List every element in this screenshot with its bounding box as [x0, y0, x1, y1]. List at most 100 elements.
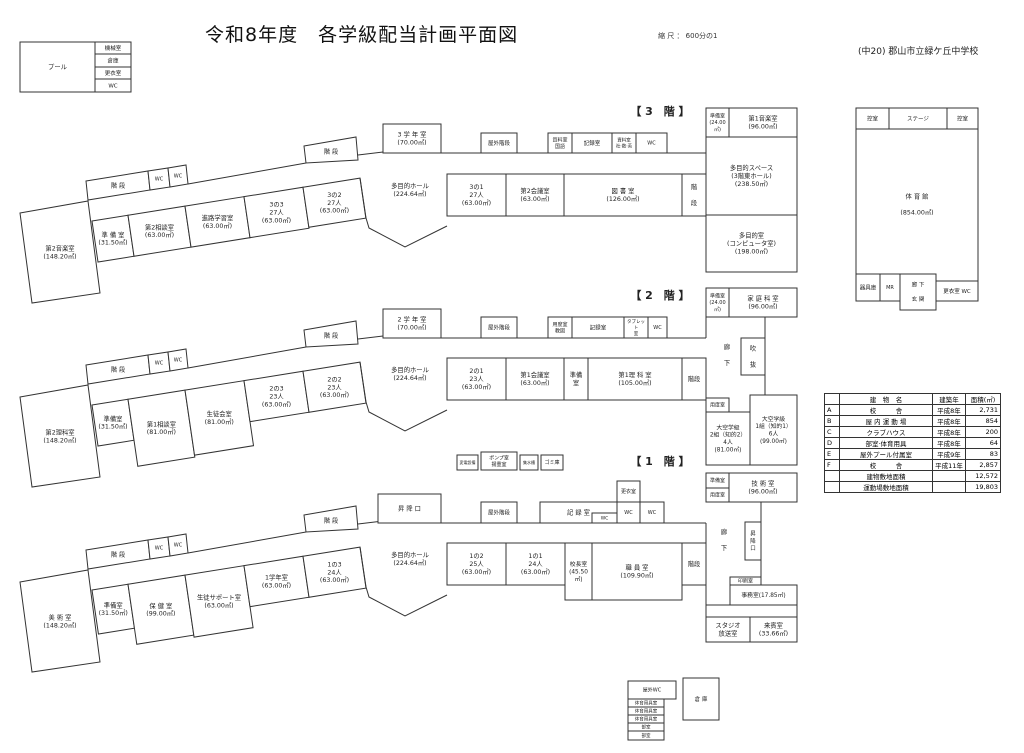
room-label: (63.00㎡) [262, 399, 291, 408]
gym [855, 107, 979, 302]
room [519, 454, 539, 471]
room-label: 準備室 [710, 113, 725, 120]
room-label: 進路学習室 [202, 213, 233, 222]
table-cell: 平成8年 [932, 437, 966, 449]
room-label: 第2会議室 [520, 186, 549, 195]
table-cell: 平成8年 [932, 404, 966, 416]
room-label: 事務室(17.85㎡) [741, 591, 785, 599]
room-label: (63.00㎡) [203, 221, 232, 230]
room-label: 図 書 室 [612, 186, 635, 195]
room-label: (63.00㎡) [462, 567, 491, 576]
room-label: (105.00㎡) [618, 378, 651, 387]
room-label: 第1理 科 室 [618, 370, 651, 379]
room-label: 下 [721, 544, 727, 552]
pool-wc [94, 78, 132, 93]
table-cell: B [824, 415, 840, 427]
classroom [243, 186, 310, 239]
room-label: 23人 [327, 383, 342, 391]
wall-line [187, 346, 307, 369]
room-label: 倉庫 [107, 56, 119, 64]
room-label: (238.50㎡) [735, 179, 768, 188]
room-label: 機械室 [105, 44, 122, 52]
room-label: 器具庫 [860, 283, 877, 291]
room-label: 部室 [642, 724, 651, 731]
wall-line [357, 151, 384, 156]
club-room [627, 730, 665, 741]
stairs [303, 136, 359, 164]
room-label: (99.00㎡) [146, 609, 175, 618]
room-label: 23人 [269, 393, 284, 401]
room-label: (70.00㎡) [397, 138, 426, 147]
room-label: 資料室 [552, 136, 567, 143]
room-label: (148.20㎡) [43, 436, 76, 445]
room-label: (63.00㎡) [145, 230, 174, 239]
room-label: 控室 [957, 114, 969, 122]
room-label: 多目的ホール [391, 181, 429, 190]
table-cell: 12,572 [965, 470, 1001, 482]
room-label: WC [108, 83, 117, 89]
table-cell: E [824, 448, 840, 460]
room-label: WC [648, 510, 657, 516]
room-label: (854.00㎡) [900, 208, 933, 217]
room-label: 第1音楽室 [748, 114, 777, 123]
room-label: 来賓室 [764, 621, 783, 630]
hall-outline [365, 217, 448, 248]
room-label: ㎡) [714, 126, 721, 133]
room-label: (63.00㎡) [262, 581, 291, 590]
room-label: (224.64㎡) [393, 373, 426, 382]
room-label: (70.00㎡) [397, 323, 426, 332]
wc [635, 132, 668, 154]
table-cell: 屋 内 運 動 場 [839, 415, 933, 427]
room-label: 第2音楽室 [45, 244, 74, 253]
room-label: 階 段 [111, 365, 126, 374]
room-label: 2組（知的2） [710, 431, 746, 439]
room-label: 階 段 [324, 147, 339, 156]
room-label: 3の1 [469, 184, 483, 191]
room-label: (96.00㎡) [748, 302, 777, 311]
wall-line [187, 531, 307, 554]
stairs [681, 173, 707, 217]
table-cell: 建築年 [932, 393, 966, 405]
room-label: 3の2 [327, 192, 341, 199]
room-label: 用度室 [710, 402, 725, 409]
room-label: (24.00 [709, 300, 725, 306]
table-cell [932, 481, 966, 493]
room-label: (148.20㎡) [43, 621, 76, 630]
room-label: WC [155, 546, 164, 552]
room-label: 24人 [327, 568, 342, 576]
table-cell [824, 481, 840, 493]
room-label: 印刷室 [738, 578, 753, 585]
room-label: 吹 [750, 344, 757, 353]
room-label: 口 [750, 545, 756, 552]
room-label: 控室 [867, 114, 879, 122]
room-label: (109.90㎡) [620, 571, 653, 580]
table-cell: 校 舎 [839, 404, 933, 416]
room-label: 記録室 [584, 139, 601, 147]
room-label: ゴミ庫 [544, 459, 559, 466]
room-label: 生徒会室 [207, 409, 232, 418]
room-label: 2の2 [327, 376, 341, 383]
room-label: 下 [724, 359, 730, 367]
room-label: 1の2 [469, 553, 483, 560]
room-label: 職 員 室 [626, 563, 649, 572]
room-label: 階 段 [324, 516, 339, 525]
room-label: (63.00㎡) [320, 390, 349, 399]
room-label: 降 [750, 537, 756, 545]
room-label: (45.50 [569, 569, 588, 575]
table-cell: 83 [965, 448, 1001, 460]
table-cell: F [824, 459, 840, 471]
room-label: WC [174, 174, 183, 180]
hall-outline [365, 401, 448, 432]
room-label: 準 備 室 [102, 230, 125, 239]
table-cell [932, 470, 966, 482]
room-label: (33.66㎡) [759, 629, 788, 638]
room-label: 部室 [642, 732, 651, 739]
room-label: 更衣室 [105, 69, 122, 77]
room-label: 階 段 [111, 550, 126, 559]
room-label: (99.00㎡) [760, 437, 787, 445]
room-label: 更衣室 WC [943, 287, 971, 295]
entrance [744, 521, 762, 561]
